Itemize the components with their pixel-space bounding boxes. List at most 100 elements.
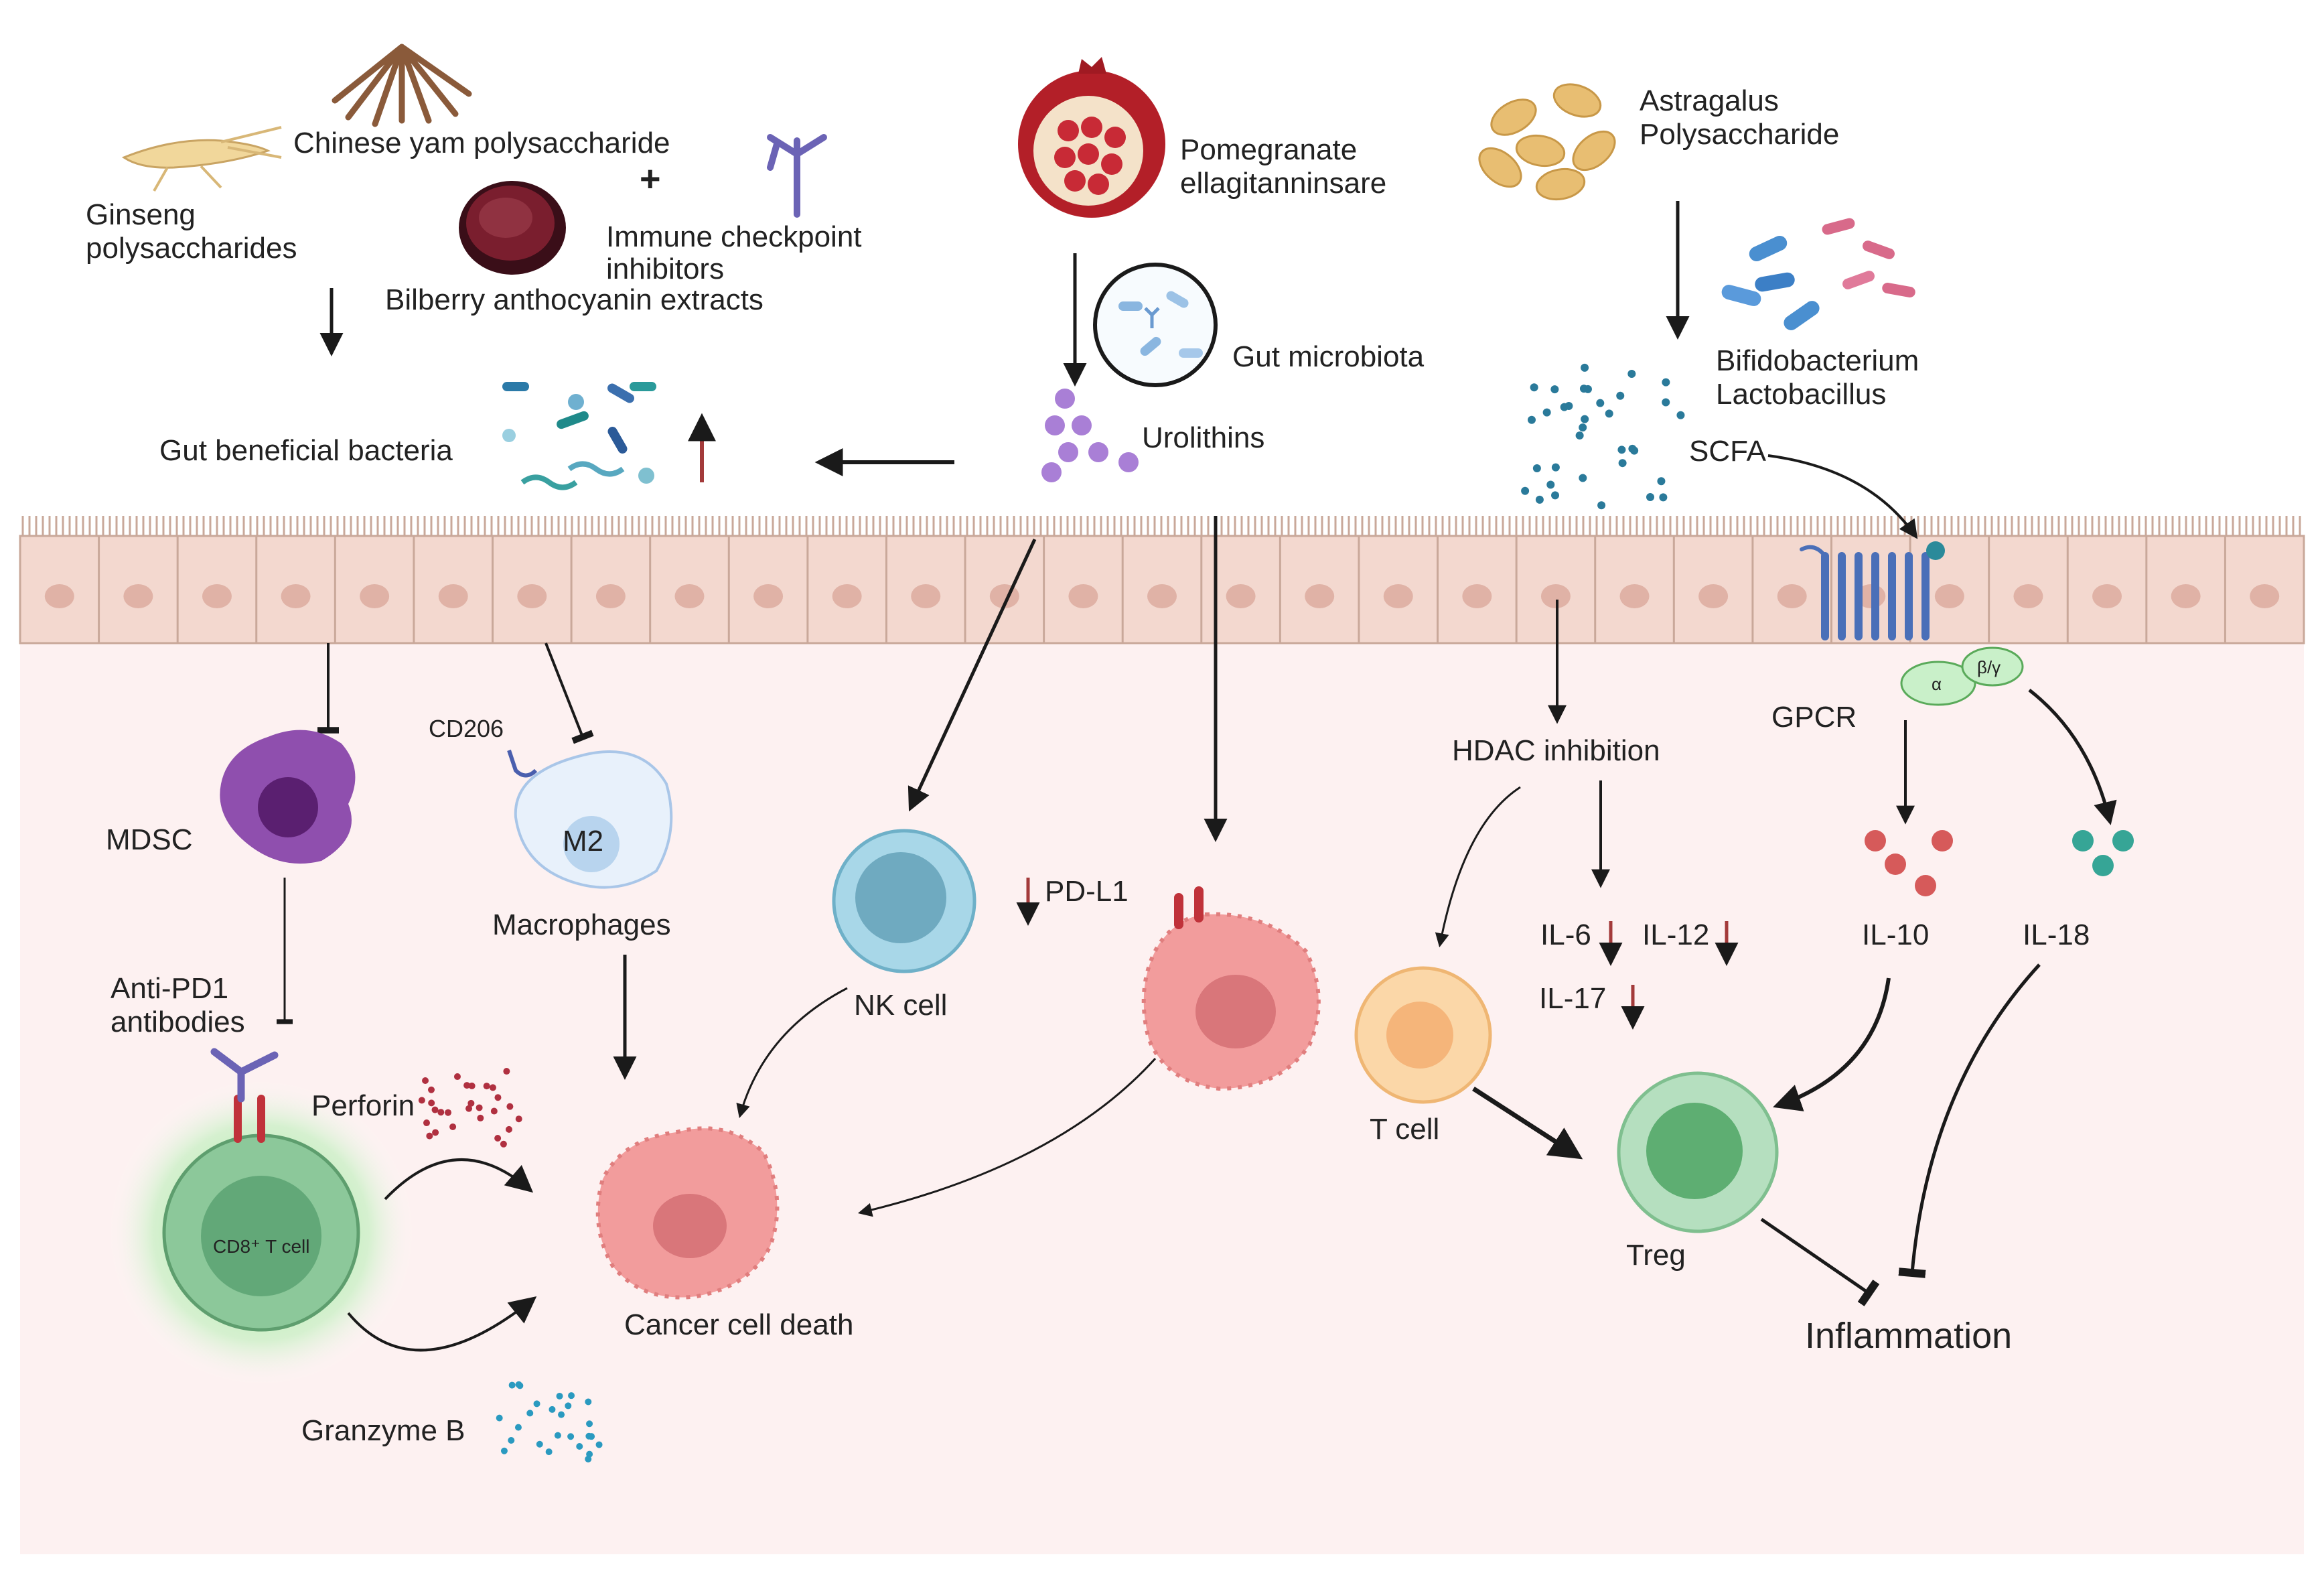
epithelial-nucleus <box>2171 584 2201 608</box>
perforin-dot <box>445 1109 452 1116</box>
anti-pd1-label-2: antibodies <box>111 1006 245 1038</box>
perforin-dot <box>494 1094 502 1101</box>
scfa-dot <box>1579 474 1587 482</box>
perforin-dots <box>418 1068 522 1148</box>
treg-label: Treg <box>1626 1239 1686 1272</box>
scfa-dot <box>1546 480 1555 489</box>
perforin-dot <box>431 1106 439 1113</box>
pomegranate-label-2: ellagitanninsare <box>1180 167 1386 200</box>
bacteria-icon <box>1721 218 1915 330</box>
scfa-dot <box>1596 399 1605 407</box>
perforin-dot <box>505 1125 512 1133</box>
epithelial-nucleus <box>202 584 232 608</box>
epithelial-nucleus <box>281 584 311 608</box>
perforin-dot <box>503 1068 510 1075</box>
granzyme-dots <box>496 1381 603 1462</box>
granzyme-dot <box>554 1432 561 1439</box>
perforin-dot <box>477 1114 484 1121</box>
scfa-dot <box>1676 411 1685 419</box>
chinese-yam-icon <box>332 44 472 127</box>
arrow-hdac-to-tcell <box>1435 786 1521 948</box>
perforin-dot <box>500 1140 507 1148</box>
granzyme-label: Granzyme B <box>301 1414 465 1447</box>
scfa-dot <box>1597 501 1606 510</box>
pd1-antibody-icon <box>210 1048 279 1143</box>
granzyme-dot <box>576 1443 583 1450</box>
astragalus-label-1: Astragalus <box>1640 84 1779 117</box>
microbiota-dish-icon <box>1093 263 1218 387</box>
epithelial-nucleus <box>1068 584 1098 608</box>
scfa-dot <box>1627 370 1636 379</box>
t-cell <box>1354 966 1492 1104</box>
treg-cell <box>1617 1071 1779 1233</box>
granzyme-dot <box>536 1440 543 1448</box>
epithelial-nucleus <box>2013 584 2043 608</box>
perforin-dot <box>418 1097 425 1104</box>
epithelial-nucleus <box>2250 584 2280 608</box>
arrow-epi-to-nk <box>907 538 1037 812</box>
epithelial-nucleus <box>832 584 862 608</box>
microvilli <box>21 516 2301 536</box>
ginseng-label-1: Ginseng <box>86 198 196 231</box>
arrow-nk-to-death <box>736 987 848 1119</box>
epithelium <box>19 516 2305 644</box>
inhibit-treg-to-inflammation <box>1760 1217 1880 1306</box>
arrow-tcell-to-treg <box>1472 1087 1583 1160</box>
il10-dots <box>1865 830 1953 896</box>
scfa-dot <box>1628 444 1637 453</box>
epithelial-nucleus <box>360 584 390 608</box>
bilberry-label: Bilberry anthocyanin extracts <box>385 283 764 316</box>
chinese-yam-label: Chinese yam polysaccharide <box>293 127 670 159</box>
granzyme-dot <box>533 1400 540 1408</box>
il10-label: IL-10 <box>1862 918 1929 951</box>
gpcr-label: GPCR <box>1771 701 1857 734</box>
epithelial-nucleus <box>1305 584 1335 608</box>
epithelial-nucleus <box>2092 584 2122 608</box>
granzyme-dot <box>526 1410 534 1417</box>
epithelial-nucleus <box>595 584 626 608</box>
perforin-dot <box>490 1107 498 1115</box>
arrow-scfa-to-gpcr <box>1767 454 1918 539</box>
granzyme-dot <box>556 1392 563 1399</box>
perforin-dot <box>483 1083 490 1090</box>
astragalus-seeds-icon <box>1478 83 1616 201</box>
g-protein: α β/γ <box>1900 646 2024 706</box>
perforin-dot <box>428 1099 435 1107</box>
epithelial-nucleus <box>44 584 74 608</box>
hdac-label: HDAC inhibition <box>1452 734 1660 767</box>
bilberry-icon <box>459 181 566 275</box>
perforin-dot <box>467 1099 475 1107</box>
epithelial-nucleus <box>1226 584 1256 608</box>
epithelial-nucleus <box>1147 584 1177 608</box>
beta-gamma-label: β/γ <box>1977 657 2001 677</box>
scfa-dot <box>1551 491 1560 500</box>
perforin-dot <box>437 1109 445 1116</box>
granzyme-dot <box>585 1398 592 1406</box>
perforin-dot <box>476 1104 483 1111</box>
scfa-dot <box>1579 423 1587 432</box>
cd8-label: CD8⁺ T cell <box>213 1236 309 1257</box>
perforin-dot <box>489 1084 496 1091</box>
scfa-dot <box>1521 486 1530 495</box>
scfa-dot <box>1550 385 1559 394</box>
arrow-cancer-to-death <box>857 1057 1157 1217</box>
epithelial-nucleus <box>1698 584 1729 608</box>
il17-label: IL-17 <box>1539 982 1606 1015</box>
epithelial-nucleus <box>1540 584 1571 608</box>
epithelial-nucleus <box>1383 584 1413 608</box>
plus-sign: + <box>640 159 661 199</box>
beneficial-bacteria-icon <box>502 382 656 490</box>
granzyme-dot <box>514 1424 522 1431</box>
scfa-dot <box>1575 431 1584 440</box>
pomegranate-icon <box>1018 57 1165 218</box>
perforin-dot <box>423 1119 430 1127</box>
bifido-label: Bifidobacterium <box>1716 344 1919 377</box>
scfa-dot <box>1581 363 1589 372</box>
scfa-dot <box>1616 391 1625 400</box>
perforin-dot <box>432 1129 439 1136</box>
granzyme-dot <box>567 1433 575 1440</box>
granzyme-dot <box>508 1381 516 1389</box>
il6-label: IL-6 <box>1540 918 1591 951</box>
mdsc-label: MDSC <box>106 823 193 856</box>
